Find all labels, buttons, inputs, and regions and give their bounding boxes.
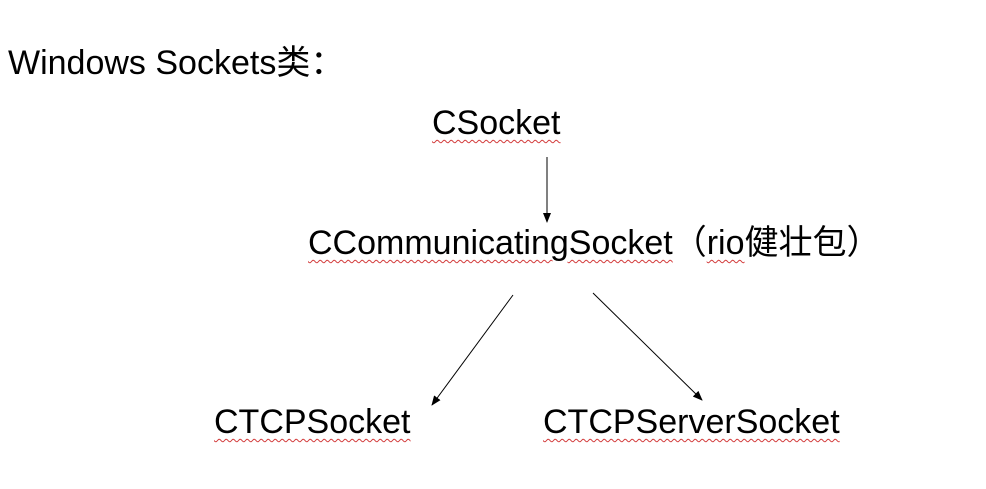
arrow-ccommunicating-to-ctcp [431, 294, 514, 406]
node-ccommunicating-socket-name: CCommunicatingSocket [308, 224, 673, 262]
diagram-title: Windows Sockets类： [8, 44, 345, 82]
node-ccommunicating-socket: CCommunicatingSocket（rio健壮包） [308, 226, 881, 260]
arrow-ccommunicating-to-ctcpserver [592, 292, 703, 401]
node-csocket: CSocket [432, 104, 561, 142]
node-ccommunicating-note: rio [706, 224, 745, 262]
node-ctcp-socket: CTCPSocket [214, 403, 411, 441]
node-ccommunicating-note-cn: 健壮包） [744, 224, 881, 262]
node-ctcp-server-socket: CTCPServerSocket [543, 403, 840, 441]
node-ccommunicating-open-paren: （ [672, 224, 707, 262]
